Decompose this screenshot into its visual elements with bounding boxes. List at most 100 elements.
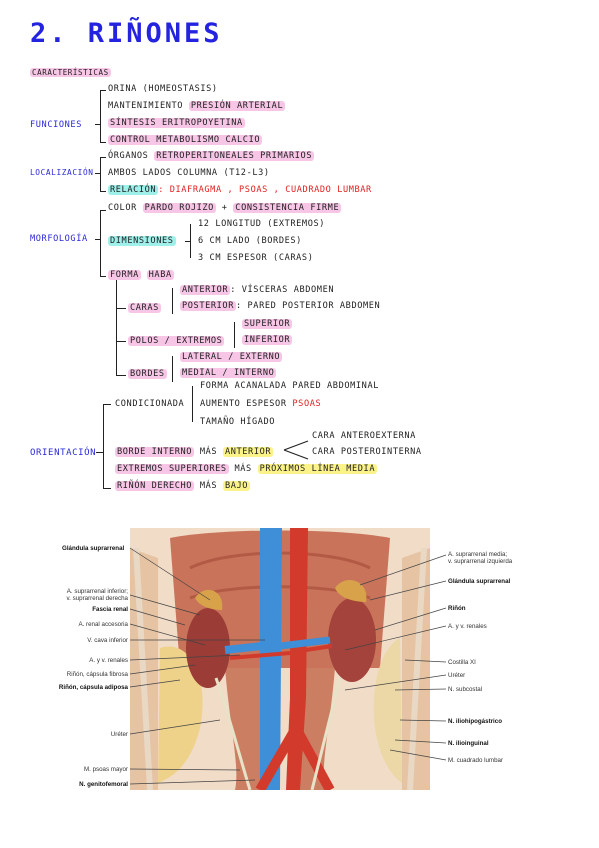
figure-label: A. suprarrenal inferior; [66, 588, 128, 595]
bracket-tick [116, 308, 126, 309]
section-caracteristicas: CARACTERÍSTICAS [30, 68, 111, 77]
figure-label: Costilla XI [448, 659, 476, 666]
pardo-text: PARDO ROJIZO [142, 203, 216, 213]
color-text: COLOR [108, 203, 137, 213]
orientacion-label: ORIENTACIÓN [30, 448, 97, 458]
presion-arterial-text: PRESIÓN ARTERIAL [188, 101, 286, 111]
figure-label: A. y v. renales [448, 623, 487, 630]
cara-posterointerna: CARA POSTEROINTERNA [312, 447, 422, 457]
mas-text: MÁS [199, 481, 218, 491]
consistencia-text: CONSISTENCIA FIRME [233, 203, 342, 213]
sintesis-text: SÍNTESIS ERITROPOYETINA [108, 118, 245, 128]
figure-label: A. y v. renales [89, 657, 128, 664]
mas-text: MÁS [234, 464, 252, 474]
funcion-item: MANTENIMIENTO PRESIÓN ARTERIAL [108, 101, 286, 111]
figure-label: N. ilioinguinal [448, 740, 489, 747]
figure-label: Glándula suprarrenal [448, 578, 511, 585]
aumento-text: AUMENTO ESPESOR [200, 399, 287, 409]
caras-text: CARAS [128, 303, 161, 313]
bracket-tick [95, 173, 100, 174]
medial-item: MEDIAL / INTERNO [180, 368, 277, 378]
morfologia-item: DIMENSIONES [108, 236, 176, 246]
lateral-text: LATERAL / EXTERNO [180, 352, 283, 362]
figure-label: M. cuadrado lumbar [448, 757, 504, 764]
mantenimiento-text: MANTENIMIENTO [108, 101, 184, 111]
localizacion-label: LOCALIZACIÓN [30, 168, 94, 177]
condicion-item: FORMA ACANALADA PARED ABDOMINAL [200, 381, 379, 391]
bracket-tick [100, 142, 106, 143]
bracket-tick [116, 375, 126, 376]
figure-label: N. genitofemoral [79, 781, 128, 788]
localizacion-item: ÓRGANOS RETROPERITONEALES PRIMARIOS [108, 151, 315, 161]
bracket-tick [100, 210, 106, 211]
figure-label: Uréter [448, 672, 466, 679]
inferior-item: INFERIOR [242, 335, 293, 345]
bordes-bracket [172, 356, 173, 382]
bordes-text: BORDES [128, 369, 167, 379]
localizacion-item: AMBOS LADOS COLUMNA (T12-L3) [108, 168, 270, 178]
morfologia-item: COLOR PARDO ROJIZO + CONSISTENCIA FIRME [108, 203, 342, 213]
extremos-text: EXTREMOS SUPERIORES [115, 464, 229, 474]
condicion-item: TAMAÑO HÍGADO [200, 417, 276, 427]
polos-text: POLOS / EXTREMOS [128, 336, 225, 346]
dimensiones-text: DIMENSIONES [108, 236, 176, 246]
anatomy-svg [130, 528, 430, 790]
posterior-rest-text: : PARED POSTERIOR ABDOMEN [235, 301, 381, 311]
anterior-text: ANTERIOR [180, 285, 231, 295]
figure-label: M. psoas mayor [83, 766, 128, 773]
mas-text: MÁS [199, 447, 218, 457]
figure-label: Riñón, cápsula fibrosa [66, 671, 128, 678]
inferior-text: INFERIOR [242, 335, 293, 345]
dimension-item: 12 LONGITUD (EXTREMOS) [198, 219, 326, 229]
localizacion-item: RELACIÓN: DIAFRAGMA , PSOAS , CUADRADO L… [108, 185, 372, 195]
plus-text: + [221, 203, 228, 213]
bracket-tick [95, 124, 100, 125]
psoas-text: PSOAS [292, 399, 322, 409]
figure-label: Riñón [448, 605, 466, 612]
morfologia-bracket [100, 210, 101, 276]
bracket-tick [95, 239, 100, 240]
funcion-item: CONTROL METABOLISMO CALCIO [108, 135, 263, 145]
figure-label: N. subcostal [448, 686, 483, 693]
haba-text: HABA [146, 270, 174, 280]
localizacion-bracket [100, 157, 101, 191]
condicionada-bracket [192, 386, 193, 422]
bracket-tick [116, 341, 126, 342]
figure-label: v. suprarrenal izquierda [448, 558, 513, 565]
rinon-text: RIÑÓN DERECHO [115, 481, 195, 491]
figure-label: A. suprarrenal media; [448, 551, 508, 558]
bracket-tick [100, 90, 106, 91]
caras-bracket [172, 288, 173, 314]
figure-label: Glándula suprarrenal [62, 545, 125, 552]
dimension-item: 6 cm LADO (BORDES) [198, 236, 302, 246]
figure-label: N. iliohipogástrico [448, 718, 502, 725]
kidney-anatomy-illustration [130, 528, 430, 790]
superior-item: SUPERIOR [242, 319, 293, 329]
condicionada-text: CONDICIONADA [115, 399, 185, 409]
caras-item: CARAS [128, 303, 161, 313]
relacion-rest-text: : DIAFRAGMA , PSOAS , CUADRADO LUMBAR [158, 185, 372, 195]
anterior-rest-text: : VÍSCERAS ABDOMEN [230, 285, 335, 295]
funcion-item: SÍNTESIS ERITROPOYETINA [108, 118, 245, 128]
dimension-item: 3 cm ESPESOR (CARAS) [198, 253, 314, 263]
forma-bracket [116, 280, 117, 376]
polos-item: POLOS / EXTREMOS [128, 336, 225, 346]
condicion-item: AUMENTO ESPESOR PSOAS [200, 399, 321, 409]
bracket-tick [96, 452, 103, 453]
figure-label: V. cava inferior [87, 637, 128, 644]
caracteristicas-label: CARACTERÍSTICAS [30, 68, 111, 77]
bracket-tick [103, 488, 111, 489]
borde-interno-item: BORDE INTERNO MÁS ANTERIOR [115, 447, 274, 457]
figure-label: Uréter [110, 731, 128, 738]
figure-label: Fascia renal [92, 606, 128, 613]
bracket-tick [100, 191, 106, 192]
control-text: CONTROL METABOLISMO CALCIO [108, 135, 263, 145]
figure-label: Riñón, cápsula adiposa [58, 684, 128, 691]
extremos-item: EXTREMOS SUPERIORES MÁS PRÓXIMOS LÍNEA M… [115, 464, 378, 474]
relacion-text: RELACIÓN [108, 185, 159, 195]
posterior-text: POSTERIOR [180, 301, 236, 311]
superior-text: SUPERIOR [242, 319, 293, 329]
funciones-label: FUNCIONES [30, 120, 82, 130]
proximos-text: PRÓXIMOS LÍNEA MEDIA [257, 464, 378, 474]
